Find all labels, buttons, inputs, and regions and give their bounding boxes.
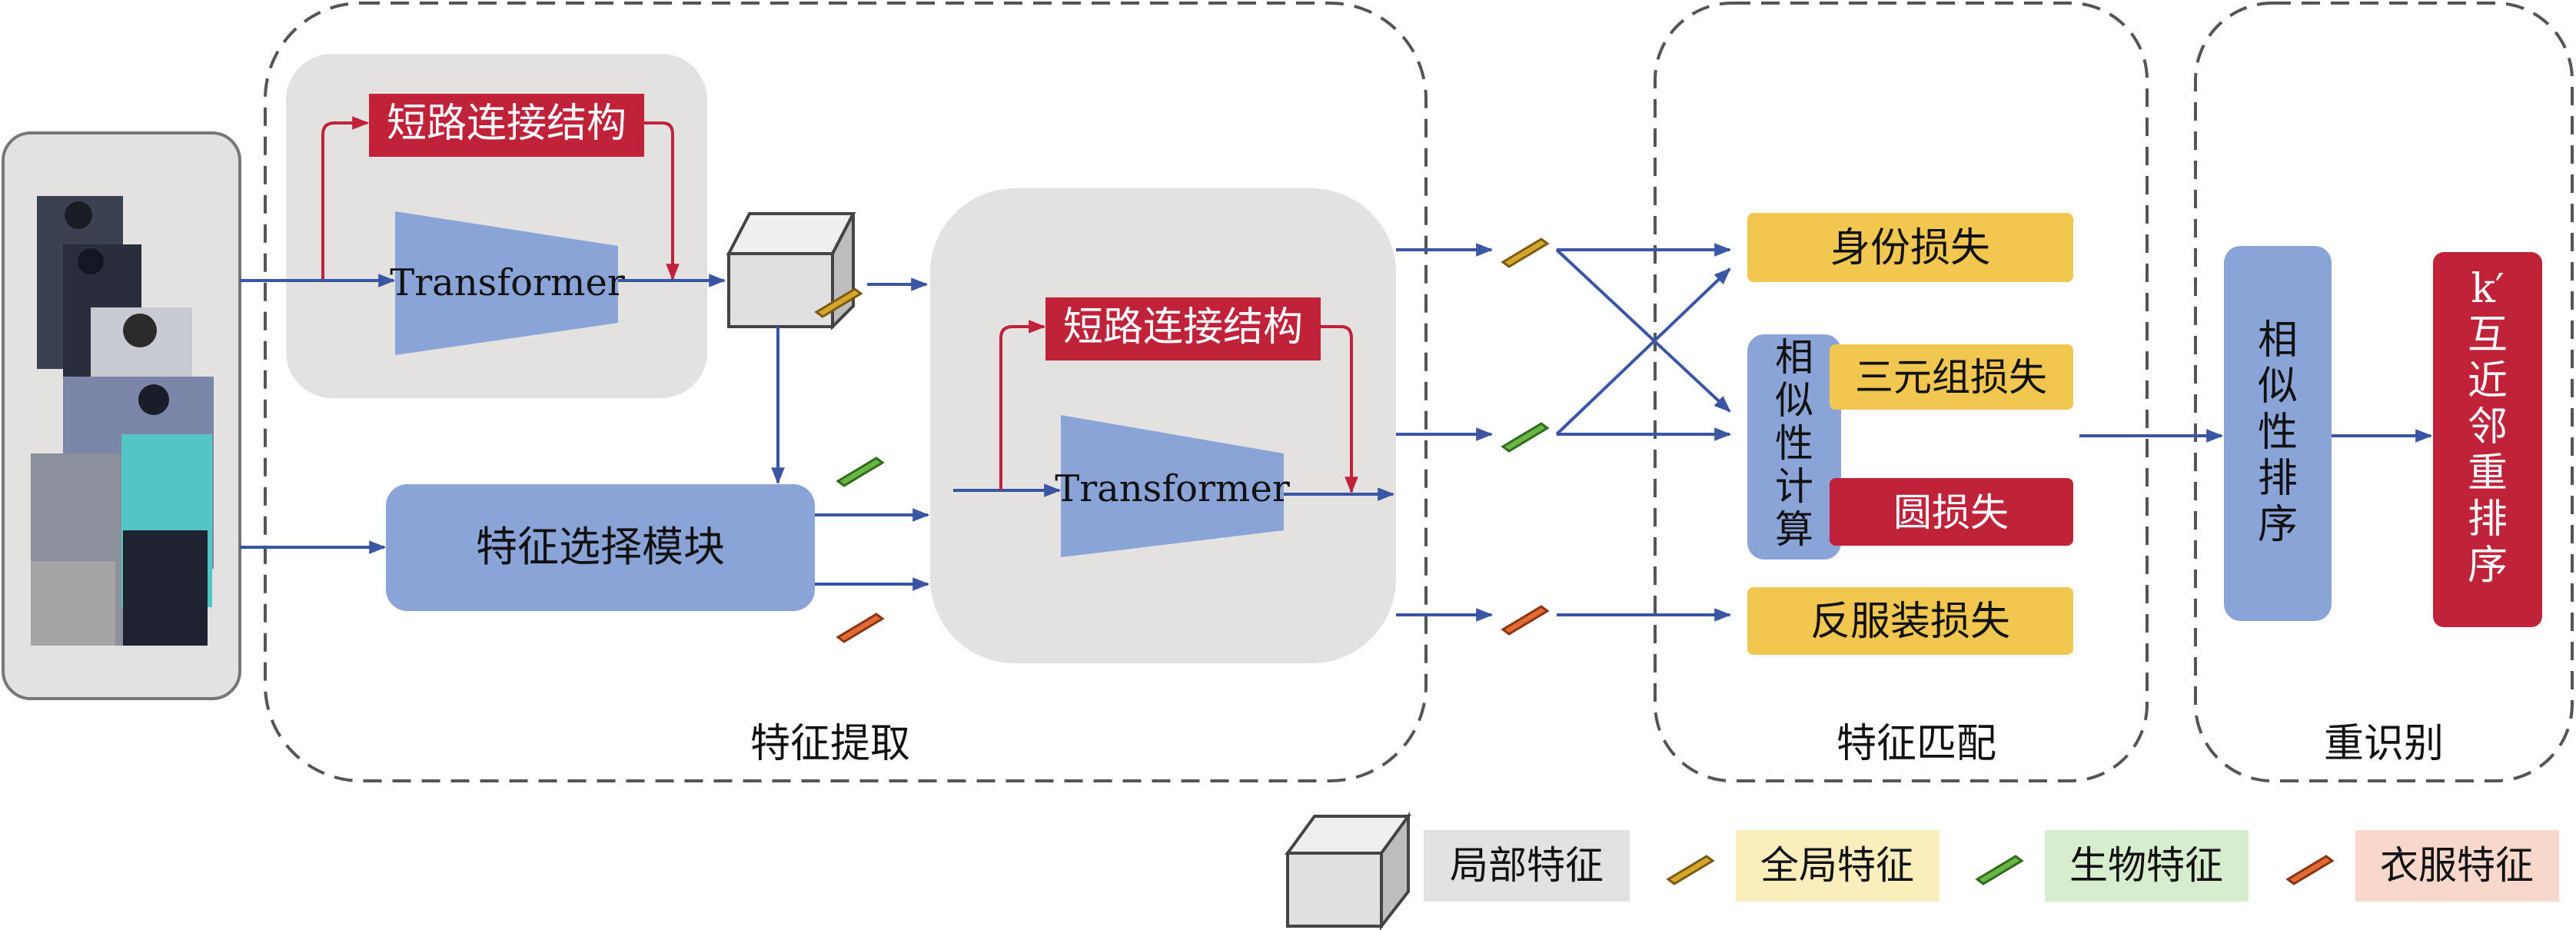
extraction-label: 特征提取: [750, 721, 910, 767]
legend-bio-icon: [1976, 855, 2023, 885]
top-shortcut-arrow-out: [644, 121, 680, 281]
legend-cloth-label: 衣服特征: [2380, 843, 2534, 888]
legend-local-label: 局部特征: [1450, 843, 1604, 888]
triplet-loss-label: 三元组损失: [1855, 355, 2047, 400]
legend-local-bg: [1424, 830, 1630, 902]
cloth-feature-bar-left: [836, 613, 884, 643]
legend-global-label: 全局特征: [1760, 843, 1914, 888]
similarity-calc-char-2: 性: [1775, 421, 1813, 466]
mid-shortcut-box: [1045, 297, 1321, 360]
reid-region: [2194, 2, 2574, 782]
rerank-char-4: 重: [2468, 450, 2508, 497]
legend-global-icon: [1667, 855, 1714, 885]
legend-cloth-icon: [2286, 855, 2334, 885]
top-shortcut-arrow-in: [321, 116, 370, 281]
arrow-global-to-similarity: [1555, 248, 1731, 413]
feature-extraction-region: [264, 2, 1428, 782]
rerank-char-2: 近: [2468, 358, 2508, 404]
bio-feature-bar-left: [836, 457, 884, 487]
legend-cube-icon: [1285, 811, 1411, 930]
legend-bio-bg: [2045, 830, 2249, 902]
similarity-calc-char-0: 相: [1775, 335, 1813, 380]
similarity-rank-char-1: 似: [2258, 364, 2298, 410]
cube-icon: [726, 212, 856, 330]
global-feature-bar-out: [1501, 237, 1549, 268]
top-transformer-label: Transformer: [390, 261, 625, 304]
mid-shortcut-arrow-in: [999, 320, 1046, 490]
similarity-calc-char-4: 算: [1775, 507, 1813, 552]
similarity-calc-char-1: 似: [1775, 378, 1813, 423]
reid-label: 重识别: [2324, 721, 2444, 767]
top-shortcut-box: [369, 94, 644, 157]
mid-transformer-label: Transformer: [1055, 467, 1290, 510]
similarity-calc-box: [1747, 334, 1841, 560]
anti-cloth-loss-label: 反服装损失: [1810, 599, 2010, 645]
top-transformer-trapezoid: [395, 211, 618, 355]
top-shortcut-label: 短路连接结构: [387, 101, 627, 147]
legend-bio-label: 生物特征: [2069, 843, 2223, 888]
circle-loss-label: 圆损失: [1893, 490, 2009, 535]
identity-loss-label: 身份损失: [1830, 225, 1990, 271]
rerank-box: [2433, 252, 2542, 627]
matching-label: 特征匹配: [1836, 721, 1996, 767]
rerank-char-1: 互: [2468, 312, 2508, 358]
similarity-rank-char-0: 相: [2258, 317, 2298, 364]
rerank-char-0: k′: [2471, 266, 2504, 312]
rerank-char-6: 序: [2468, 543, 2508, 589]
bio-feature-bar-out: [1501, 422, 1549, 453]
input-images-panel: [2, 131, 241, 700]
triplet-loss-box: [1830, 344, 2073, 410]
mid-shortcut-arrow-out: [1321, 325, 1358, 494]
similarity-rank-char-2: 性: [2258, 410, 2298, 456]
circle-loss-box: [1830, 478, 2073, 546]
rerank-char-3: 邻: [2468, 404, 2508, 450]
identity-loss-box: [1747, 213, 2073, 282]
rerank-char-5: 排: [2468, 497, 2508, 543]
feature-select-label: 特征选择模块: [476, 523, 725, 571]
legend-global-bg: [1736, 830, 1939, 902]
anti-cloth-loss-box: [1747, 587, 2073, 655]
legend-cloth-bg: [2355, 830, 2559, 902]
similarity-rank-char-4: 序: [2258, 502, 2298, 548]
feature-matching-region: [1654, 2, 2149, 782]
arrow-bio-to-identity: [1555, 267, 1731, 436]
similarity-calc-char-3: 计: [1775, 464, 1813, 509]
similarity-rank-char-3: 排: [2258, 456, 2298, 502]
feature-select-module: [386, 484, 815, 611]
legend: 局部特征 全局特征 生物特征 衣服特征: [1285, 811, 2559, 930]
mid-transformer-trapezoid: [1061, 415, 1284, 557]
similarity-rank-box: [2224, 246, 2332, 621]
cloth-feature-bar-out: [1501, 605, 1549, 636]
person-photos-icon: [31, 196, 214, 646]
mid-shortcut-label: 短路连接结构: [1063, 304, 1303, 350]
